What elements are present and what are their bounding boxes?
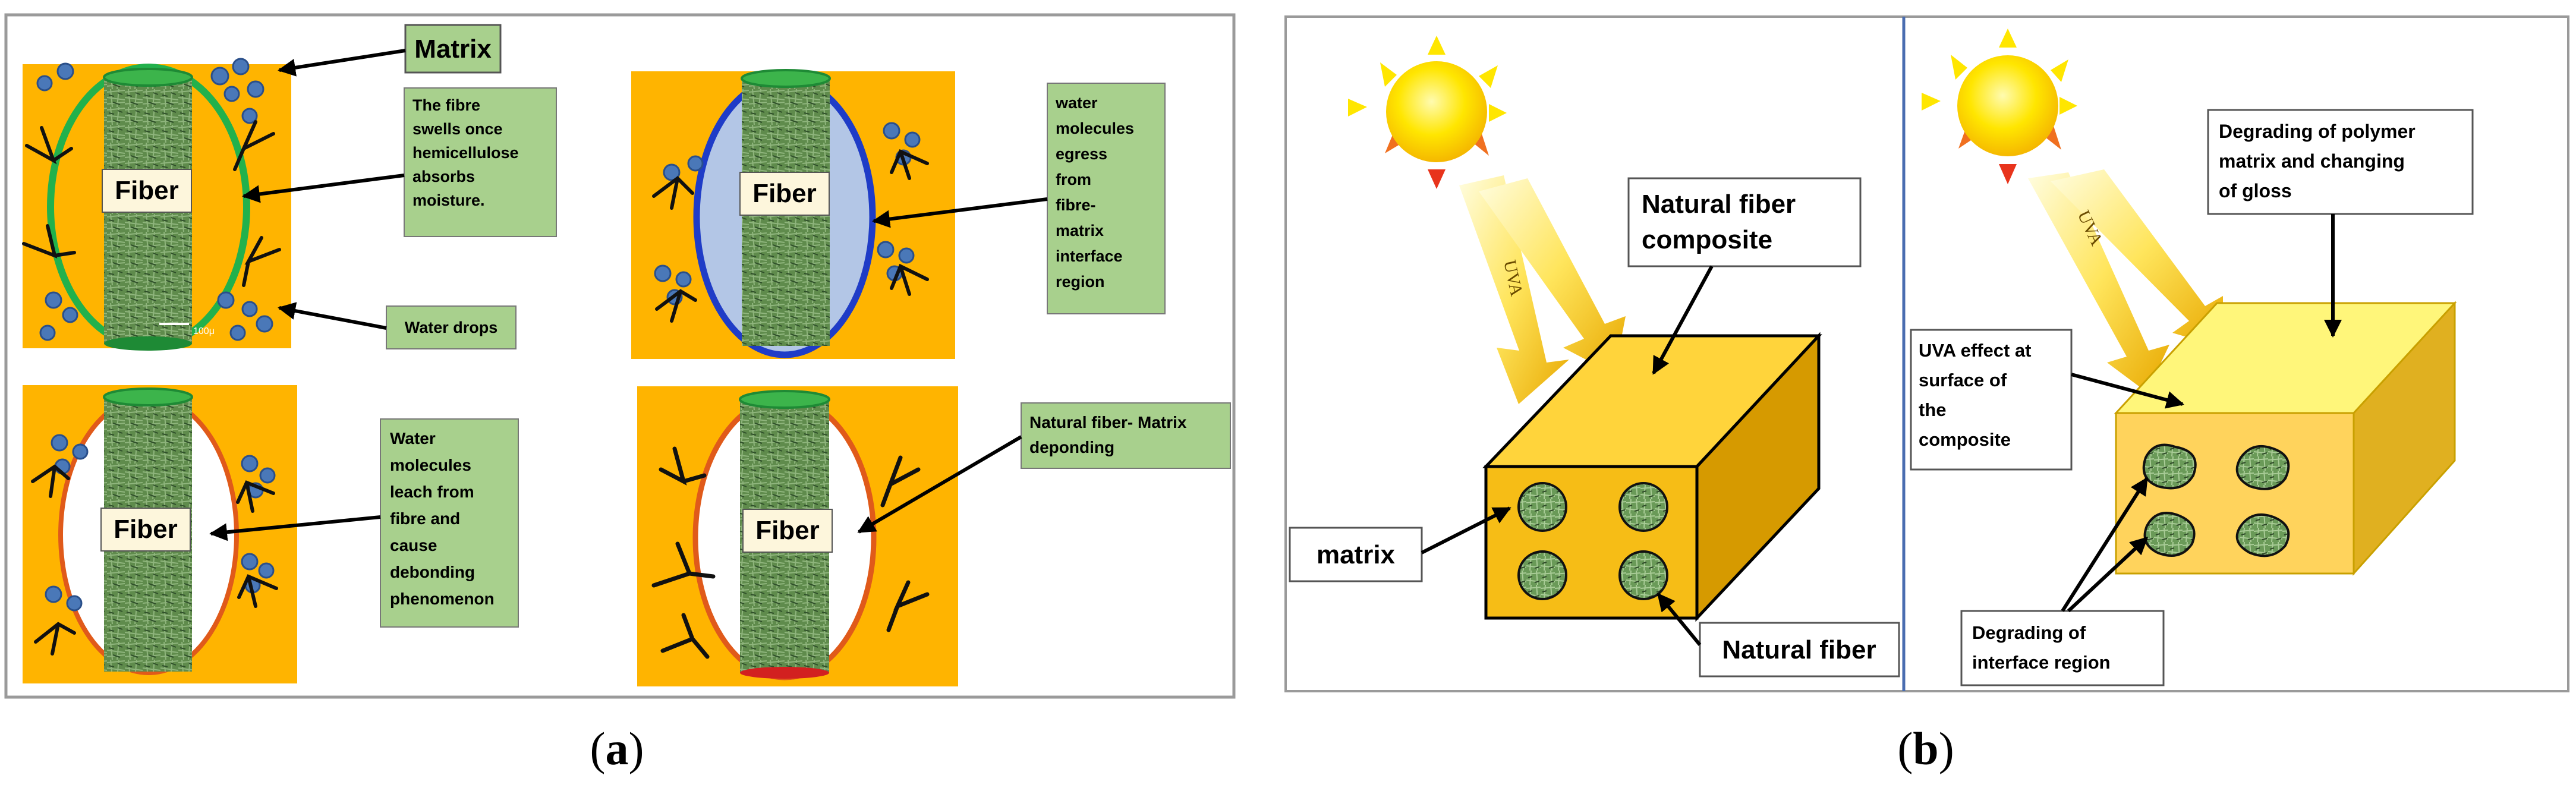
fiber-label-2: Fiber (752, 179, 817, 208)
matrix-label: Matrix (414, 34, 492, 64)
caption-b-letter: b (1913, 723, 1939, 774)
composite-label: Natural fiber composite (1642, 190, 1803, 254)
fiber-top-1 (103, 68, 193, 87)
panel-a: Fiber 100μ Matrix The fibre swells once … (4, 13, 1236, 699)
branch-marks-1 (22, 120, 281, 287)
sun-left (1348, 36, 1507, 189)
egress-label-box (1047, 83, 1166, 314)
sun-rays-right (1922, 29, 2077, 184)
quadrant-egress: Fiber (631, 69, 955, 359)
water-drops-label: Water drops (405, 319, 498, 336)
sun-disc-left (1386, 61, 1487, 162)
natural-fiber-arrow (1657, 593, 1702, 646)
uva-beam-right-1 (2028, 172, 2169, 392)
water-drops-label-box (386, 305, 517, 349)
fiber-label-3: Fiber (114, 515, 178, 544)
quadrant-leach: Fiber (23, 385, 297, 683)
uva-effect-arrow (2071, 373, 2184, 409)
degrading-matrix-label-box (2207, 109, 2474, 215)
composite-arrow (1652, 265, 1714, 375)
leach-label-box (380, 418, 519, 628)
debond-label: Natural fiber- Matrix deponding (1029, 413, 1191, 456)
fiber-top-4 (739, 390, 830, 409)
degrading-interface-label-box (1960, 610, 2165, 686)
degrading-interface-arrow-1 (2061, 477, 2149, 612)
swell-label: The fibre swells once hemicellulose abso… (412, 96, 523, 209)
block-front (1484, 465, 1699, 620)
fiber-label-box-1 (102, 169, 192, 213)
fiber-sections (1517, 482, 1668, 600)
degrading-interface-arrow-2 (2067, 536, 2149, 613)
egress-arrow (872, 197, 1048, 228)
debond-arrow (857, 435, 1022, 534)
uva-effect-label: UVA effect at surface of the composite (1919, 340, 2036, 450)
uva-beam-left-1 (1459, 175, 1569, 404)
aged-block (2114, 301, 2457, 576)
fiber-label-4: Fiber (755, 516, 820, 545)
quadrant-swelling: Fiber 100μ (22, 58, 291, 351)
leach-label: Water molecules leach from fibre and cau… (390, 429, 495, 608)
aged-fiber-sections (2142, 443, 2290, 557)
fiber-label-box-2 (739, 172, 830, 216)
natural-fiber-label: Natural fiber (1722, 635, 1876, 664)
sun-right (1922, 29, 2077, 184)
matrix-b-label: matrix (1317, 540, 1396, 569)
swell-arrow (242, 174, 405, 203)
branch-marks-2 (652, 149, 929, 323)
aged-block-front (2115, 412, 2355, 575)
sun-rays-left (1348, 36, 1507, 189)
water-drops-1 (36, 58, 273, 341)
leach-arrow (209, 515, 381, 541)
fiber-top-3 (103, 387, 193, 407)
fiber-label-box-4 (742, 509, 833, 553)
fiber-label-box-3 (100, 508, 191, 552)
composite-label-box (1627, 177, 1862, 267)
matrix-b-arrow (1421, 506, 1511, 554)
scale-label-1: 100μ (193, 326, 215, 336)
matrix-arrow (278, 49, 406, 77)
egress-label: water molecules egress from fibre- matri… (1055, 94, 1139, 291)
water-drops-arrow (278, 302, 387, 330)
uva-effect-label-box (1910, 329, 2073, 471)
fiber-top-2 (741, 69, 831, 88)
degrading-interface-label: Degrading of interface region (1972, 622, 2111, 673)
degrading-matrix-label: Degrading of polymer matrix and changing… (2219, 121, 2421, 201)
fiber-label-1: Fiber (115, 176, 179, 205)
uva-beam-right-2 (2051, 169, 2223, 348)
caption-a-letter: a (605, 723, 629, 774)
branch-marks-3 (31, 464, 278, 656)
composite-block (1482, 332, 1822, 622)
matrix-b-label-box (1289, 527, 1423, 582)
sun-disc-right (1957, 55, 2058, 156)
fiber-bottom-1 (104, 336, 192, 351)
debond-label-box (1021, 402, 1231, 469)
natural-fiber-label-box (1699, 622, 1900, 678)
branch-marks-4 (651, 446, 930, 659)
caption-a: (a) (590, 723, 644, 774)
panel-b: UVA Natural fiber composite matrix Natur… (1284, 15, 2569, 692)
fiber-bottom-4 (740, 667, 829, 679)
matrix-label-box (404, 24, 502, 74)
quadrant-debond: Fiber (637, 386, 958, 686)
caption-b: (b) (1897, 723, 1954, 774)
swell-label-box (404, 87, 557, 237)
uva-beam-left-2 (1479, 178, 1626, 374)
